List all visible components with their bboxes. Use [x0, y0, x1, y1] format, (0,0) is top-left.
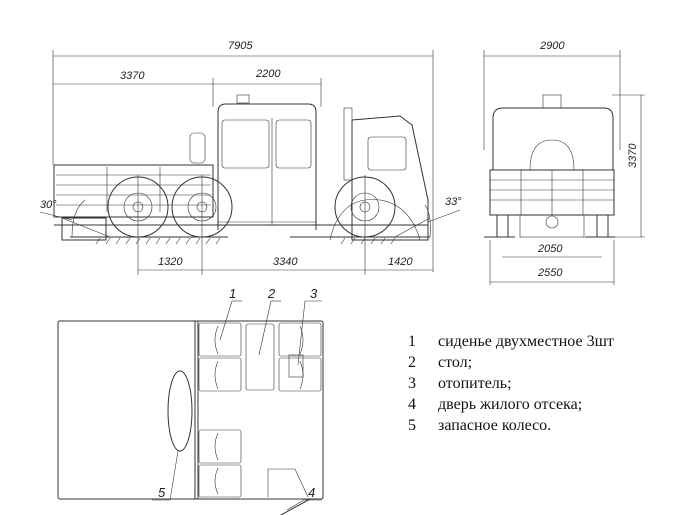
- door: [267, 468, 309, 498]
- legend-number: 4: [408, 396, 416, 413]
- table: [245, 323, 275, 391]
- dim-wheelbase: 3340: [273, 256, 298, 268]
- dim-overall-length: 7905: [228, 40, 253, 52]
- legend-item: 1 сиденье двухместное 3шт: [408, 331, 614, 352]
- legend-item: 3 отопитель;: [408, 373, 614, 394]
- legend-number: 1: [408, 333, 416, 350]
- dim-front-overhang: 1420: [388, 256, 413, 268]
- dim-width: 2900: [539, 40, 565, 52]
- legend-number: 2: [408, 354, 416, 371]
- callout-2: 2: [267, 286, 276, 301]
- spare-wheel: [167, 370, 193, 452]
- callout-4: 4: [308, 485, 315, 500]
- dim-cab-length: 2200: [255, 68, 281, 80]
- approach-angle: 33°: [445, 196, 462, 208]
- plan-view: 1 2 3 5 4: [57, 286, 324, 515]
- legend-text: стол;: [438, 354, 473, 371]
- legend-text: сиденье двухместное 3шт: [438, 333, 614, 350]
- legend-text: запасное колесо.: [438, 417, 552, 434]
- callout-3: 3: [310, 286, 318, 301]
- seat-front-right: [278, 322, 322, 392]
- dim-height: 3370: [627, 143, 639, 168]
- dim-overall-width: 2550: [537, 267, 563, 279]
- dim-track: 2050: [537, 243, 563, 255]
- legend-item: 2 стол;: [408, 352, 614, 373]
- callout-5: 5: [158, 485, 166, 500]
- legend-number: 3: [408, 375, 416, 392]
- legend-text: дверь жилого отсека;: [438, 396, 583, 413]
- legend: 1 сиденье двухместное 3шт 2 стол; 3 отопите…: [408, 331, 614, 436]
- legend-item: 5 запасное колесо.: [408, 415, 614, 436]
- departure-angle: 30°: [40, 199, 57, 211]
- legend-number: 5: [408, 417, 416, 434]
- seat-front-left: [198, 322, 242, 392]
- dim-rear-axle-spacing: 1320: [158, 256, 183, 268]
- side-view: 7905 3370 2200: [39, 40, 462, 275]
- legend-text: отопитель;: [438, 375, 512, 392]
- rear-view: 2900 3370 2050 2550: [483, 40, 645, 285]
- dim-rear-overhang: 3370: [120, 70, 145, 82]
- seat-rear: [198, 429, 242, 498]
- legend-item: 4 дверь жилого отсека;: [408, 394, 614, 415]
- heater: [288, 354, 304, 378]
- callout-1: 1: [229, 286, 236, 301]
